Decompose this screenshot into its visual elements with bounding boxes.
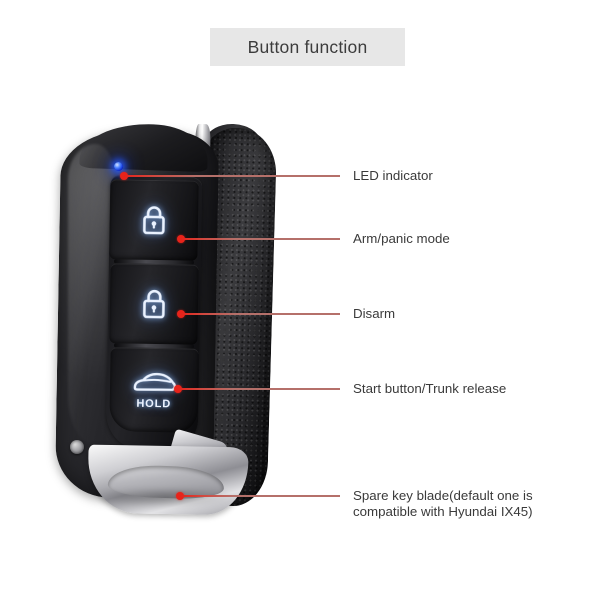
trunk-release-button[interactable]: HOLD [109,347,199,433]
callout-label-disarm: Disarm [353,306,396,321]
callout-leader-blade [180,495,340,497]
car-hatch-open-icon [133,372,177,391]
callout-label-trunk: Start button/Trunk release [353,381,507,396]
callout-label-blade: Spare key blade(default one is compatibl… [353,488,533,519]
hold-label: HOLD [136,397,172,410]
led-indicator-light [114,162,123,171]
callout-leader-led [124,175,340,177]
callout-label-arm: Arm/panic mode [353,231,450,246]
fob-emblem [70,440,84,454]
callout-leader-arm [181,238,340,240]
page-title: Button function [210,28,405,66]
page-title-text: Button function [247,36,368,57]
callout-leader-disarm [181,313,340,315]
padlock-open-icon [143,289,165,319]
smart-key-fob-illustration: HOLD [52,118,292,518]
callout-leader-trunk [178,388,340,390]
callout-label-led: LED indicator [353,168,433,183]
lock-button[interactable] [109,179,199,261]
fob-base-shadow [96,490,236,508]
padlock-closed-icon [143,206,165,235]
unlock-button[interactable] [109,263,199,345]
